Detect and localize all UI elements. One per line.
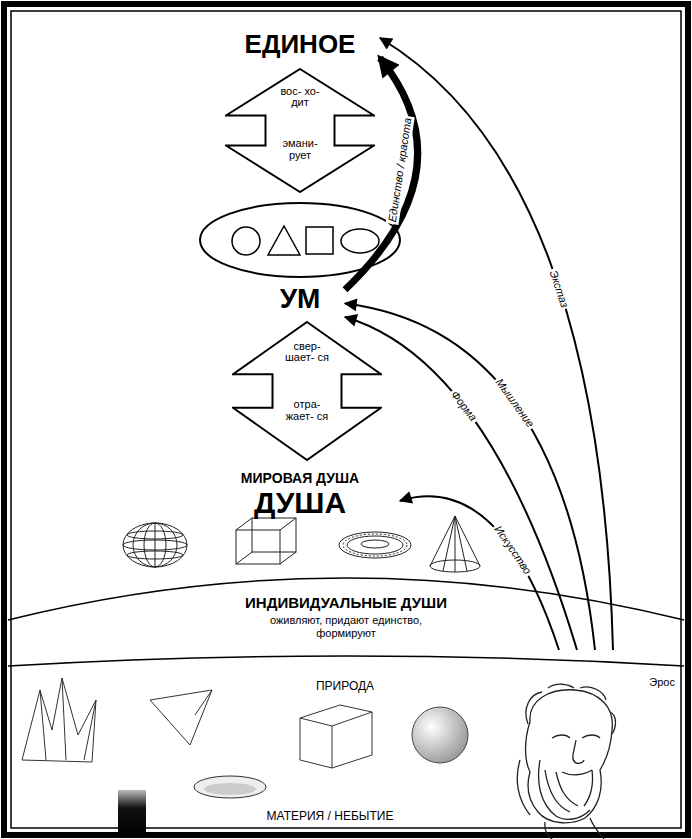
illustration-stroke (517, 684, 615, 839)
arrow-label: Мышление (492, 375, 538, 432)
illustration-stroke (22, 678, 468, 798)
illustration-stroke (545, 770, 593, 812)
illustration-stroke (62, 678, 66, 760)
illustration-stroke (22, 678, 96, 762)
hypostasis-title: МИРОВАЯ ДУШАДУША (200, 466, 400, 524)
illustration-stroke (144, 523, 166, 567)
hypostasis-name: ЕДИНОЕ (245, 30, 356, 59)
illustration-stroke (552, 735, 600, 738)
illustration-stroke (123, 540, 187, 550)
illustration-stroke (84, 700, 96, 760)
illustration-stroke (8, 578, 684, 620)
illustration-stroke (127, 551, 183, 559)
subtitle: МИРОВАЯ ДУША (241, 471, 359, 486)
arrow-label: Единство / красота (386, 115, 415, 225)
arrow-text: отра- жает- ся (283, 399, 331, 422)
illustration-stroke (455, 516, 467, 571)
illustration-stroke (573, 740, 584, 763)
illustration-stroke (526, 690, 613, 823)
illustration-stroke (341, 229, 379, 253)
hypostasis-title: ЕДИНОЕ (220, 24, 380, 64)
illustration-stroke (194, 776, 266, 798)
illustration-stroke (347, 536, 403, 554)
illustration-stroke (150, 690, 212, 745)
illustration-stroke (155, 523, 156, 567)
illustration-stroke (236, 518, 252, 530)
hypostasis-name: ДУША (254, 486, 346, 519)
illustration-stroke (236, 552, 252, 564)
region-note: оживляют, придают единство, формируют (266, 614, 426, 639)
figure-name: Эрос (649, 676, 675, 688)
illustration-stroke (280, 552, 296, 564)
illustration-stroke (332, 726, 333, 768)
region-title: ИНДИВИДУАЛЬНЫЕ ДУШИ (196, 594, 496, 611)
illustration-stroke (118, 790, 146, 835)
arrow-label: Экстаз (547, 266, 572, 310)
illustration-stroke (268, 226, 300, 255)
illustration-stroke (562, 770, 592, 775)
illustration-stroke (4, 4, 688, 835)
illustration-stroke (195, 690, 212, 715)
arrow-text: свер- шает- ся (283, 341, 331, 364)
illustration-stroke (455, 516, 456, 572)
illustration-stroke (526, 684, 616, 734)
illustration-stroke (300, 712, 372, 726)
region-title: МАТЕРИЯ / НЕБЫТИЕ (230, 810, 430, 824)
arrow-text: вос- хо- дит (276, 86, 324, 109)
illustration-stroke (123, 523, 187, 567)
hypostasis-title: УМ (255, 280, 345, 319)
illustration-stroke (133, 523, 177, 567)
double-arrow: вос- хо- дит эмани- рует (225, 68, 375, 193)
arrow-text: эмани- рует (276, 138, 324, 161)
illustration-stroke (8, 656, 684, 666)
region-title: ПРИРОДА (290, 680, 400, 694)
curved-arrow (400, 496, 559, 650)
illustration-stroke (539, 760, 590, 819)
illustration-stroke (11, 11, 681, 828)
illustration-stroke (232, 227, 260, 255)
double-arrow-shape (233, 322, 381, 460)
eros-figure: Эрос (505, 650, 685, 825)
arrow-label: Форма (447, 387, 481, 425)
illustration-stroke (123, 516, 480, 572)
illustration-stroke (517, 760, 530, 815)
illustration-stroke (252, 518, 296, 552)
illustration-stroke (545, 818, 604, 839)
illustration-stroke (430, 516, 455, 566)
illustration-stroke (127, 531, 183, 539)
illustration-stroke (40, 690, 46, 760)
arrow-label: Искусство (490, 522, 534, 578)
illustration-stroke (455, 516, 480, 566)
illustration-stroke (300, 705, 372, 768)
illustration-stroke (339, 532, 411, 558)
double-arrow: свер- шает- ся отра- жает- ся (232, 321, 382, 461)
illustration-stroke (204, 783, 256, 795)
illustration-stroke (236, 530, 280, 564)
hypostasis-name: УМ (280, 284, 321, 315)
illustration-stroke (306, 227, 333, 254)
double-arrow-shape (226, 69, 374, 192)
illustration-stroke (280, 518, 296, 530)
illustration-stroke (412, 707, 468, 763)
illustration-stroke (361, 540, 389, 548)
curved-arrow (345, 58, 418, 290)
illustration-stroke (343, 534, 407, 556)
illustration-stroke (443, 516, 455, 571)
